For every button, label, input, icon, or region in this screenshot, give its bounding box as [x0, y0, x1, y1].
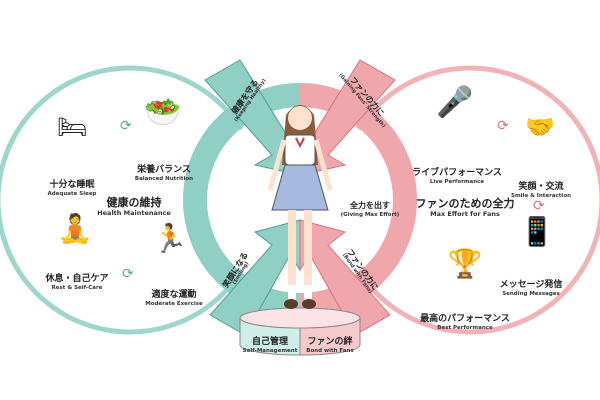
label-en: Smile & Interaction	[510, 192, 572, 199]
label-en: Moderate Exercise	[145, 300, 203, 307]
label-jp: 適度な運動	[151, 290, 197, 300]
label-jp: 栄養バランス	[137, 165, 191, 175]
vegetables-icon: 🥗	[144, 95, 182, 130]
title-jp: 健康の維持	[106, 196, 162, 209]
title-en: Max Effort for Fans	[430, 209, 500, 218]
label-jp: 笑顔・交流	[518, 182, 564, 192]
effort-label: 全力を出す(Giving Max Effort)	[341, 194, 400, 218]
label-jp: 自己管理	[251, 337, 289, 347]
label-en: Adequate Sleep	[47, 190, 97, 197]
label-en: Best Performance	[437, 324, 493, 331]
trophy-icon: 🏆	[447, 247, 483, 280]
cycle-icon: ⟳	[533, 198, 545, 214]
cycle-icon: ⟳	[120, 118, 132, 134]
label-en: Rest & Self-Care	[51, 284, 103, 291]
running-icon: 🏃	[152, 222, 188, 255]
label-en: Sending Messages	[502, 290, 560, 297]
stage-icon: 🎤	[436, 85, 474, 120]
title-en: Health Maintenance	[97, 208, 171, 217]
label-jp: メッセージ発信	[499, 280, 563, 290]
yoga-massage-icon: 🧘	[57, 212, 93, 245]
label-en: Balanced Nutrition	[134, 175, 194, 182]
label-en: Bond with Fans	[306, 347, 354, 354]
label-jp: ファンの絆	[307, 337, 353, 347]
bed-clock-icon: 🛏	[56, 113, 88, 141]
idol-character	[267, 105, 333, 309]
label-en: Self-Management	[242, 347, 298, 354]
handshake-icon: 🤝	[525, 113, 555, 141]
pedestal-right	[299, 317, 361, 356]
label-jp: 十分な睡眠	[49, 180, 95, 190]
smartphone-icon: 📱	[519, 215, 555, 248]
label-jp: 休息・自己ケア	[45, 274, 109, 284]
label-jp: 最高のパフォーマンス	[420, 314, 510, 324]
cycle-icon: ⟳	[122, 266, 134, 282]
title-jp: ファンのための全力	[415, 197, 515, 210]
label-jp: 全力を出す	[350, 201, 390, 210]
label-en: (Giving Max Effort)	[340, 211, 400, 218]
cycle-icon: ⟳	[497, 118, 509, 134]
label-en: Live Performance	[429, 178, 485, 185]
label-jp: ライブパフォーマンス	[412, 168, 502, 178]
